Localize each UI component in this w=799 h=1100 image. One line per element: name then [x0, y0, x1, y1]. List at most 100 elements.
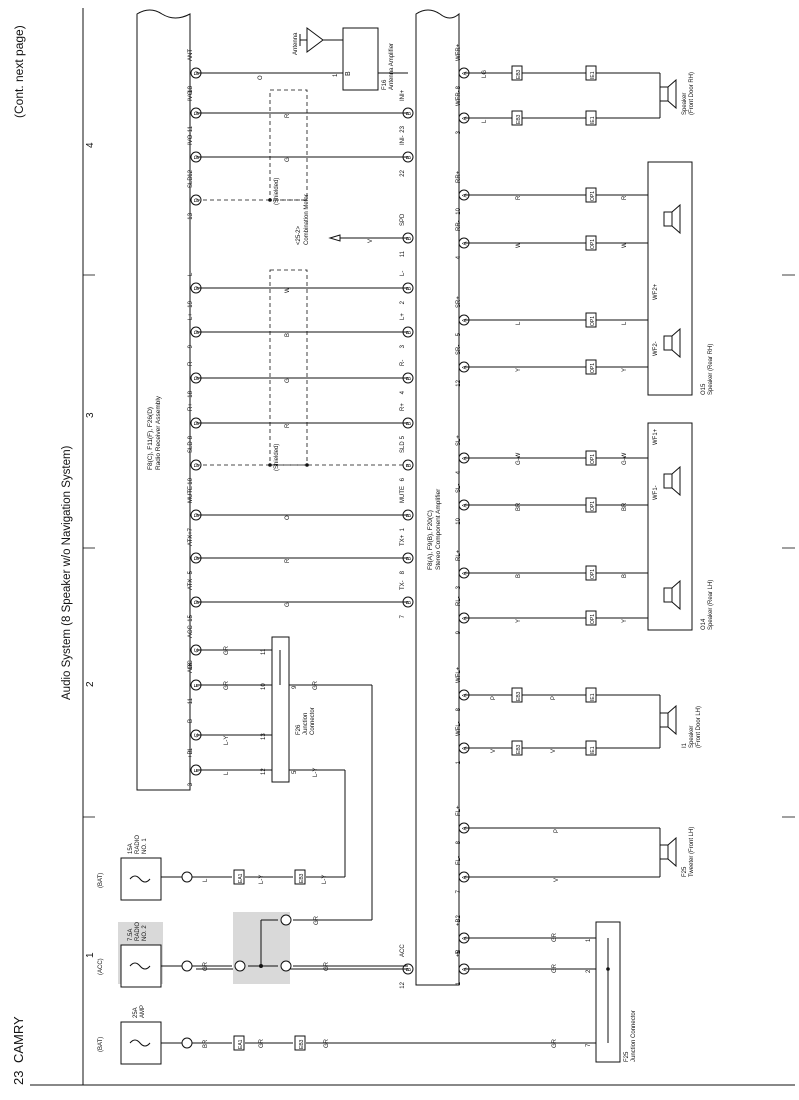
svg-text:Y: Y	[622, 368, 628, 372]
power-supply-section: (BAT) (ACC) (BAT) 25A AMP 7.5A RADIO NO.…	[98, 835, 596, 1065]
svg-text:8: 8	[456, 707, 462, 711]
svg-text:2: 2	[586, 969, 592, 973]
svg-text:5: 5	[456, 332, 462, 336]
amp-left-pins: B23INI+B22INI-B11SPDB2L-B3L+B4R-B5R+B6SL…	[400, 89, 414, 989]
svg-text:BR: BR	[622, 502, 628, 511]
svg-text:G: G	[285, 602, 291, 607]
svg-text:R+: R+	[188, 403, 194, 411]
svg-text:13: 13	[188, 212, 194, 219]
svg-text:L-Y: L-Y	[259, 875, 265, 884]
svg-text:9: 9	[456, 630, 462, 634]
svg-text:B: B	[407, 330, 413, 334]
svg-text:TX-: TX-	[400, 580, 406, 590]
svg-text:12: 12	[400, 981, 406, 988]
svg-text:(ACC): (ACC)	[98, 958, 104, 975]
svg-text:EA1: EA1	[238, 873, 244, 883]
amp-name: Stereo Component Amplifier	[435, 488, 442, 570]
svg-text:L: L	[622, 321, 628, 325]
svg-text:11: 11	[188, 125, 194, 132]
svg-text:5: 5	[188, 570, 194, 574]
svg-text:7: 7	[400, 614, 406, 618]
continued-note: (Cont. next page)	[12, 25, 26, 118]
svg-text:12: 12	[188, 169, 194, 176]
svg-text:L+: L+	[188, 313, 194, 320]
svg-text:EB3: EB3	[516, 114, 522, 124]
shielded-label-1: (Shielded)	[274, 178, 280, 205]
svg-text:RADIO: RADIO	[135, 835, 141, 854]
svg-text:FL+: FL+	[456, 805, 462, 816]
svg-text:B: B	[407, 463, 413, 467]
svg-text:WFL+: WFL+	[456, 666, 462, 683]
svg-text:(Cont. next page): (Cont. next page)	[12, 25, 26, 118]
svg-text:NO. 1: NO. 1	[142, 838, 148, 854]
svg-text:SLD: SLD	[188, 176, 194, 188]
meter-ref: <25-2>	[296, 225, 302, 245]
inline-connector: OP1	[585, 497, 597, 513]
svg-text:WF1-: WF1-	[653, 485, 659, 500]
svg-text:GR: GR	[324, 1038, 330, 1048]
svg-text:R+: R+	[400, 403, 406, 411]
inline-connector: OP1	[585, 312, 597, 328]
stereo-component-amplifier: F8(A), F9(B), F20(C) Stereo Component Am…	[400, 9, 470, 989]
svg-text:4: 4	[400, 390, 406, 394]
svg-text:B: B	[407, 967, 413, 971]
inline-connector: OP1	[585, 610, 597, 626]
inline-connector: EB3	[511, 740, 523, 756]
svg-text:3: 3	[400, 344, 406, 348]
svg-text:10: 10	[456, 207, 462, 214]
junction-connector-f25: 1 2 7 GR GR GR F25 Junction Connector	[464, 921, 637, 1063]
svg-text:GR: GR	[552, 1038, 558, 1048]
svg-text:R: R	[516, 195, 522, 200]
svg-text:B: B	[407, 376, 413, 380]
svg-text:F25: F25	[682, 866, 688, 877]
svg-text:O15: O15	[701, 383, 707, 395]
svg-text:B: B	[407, 556, 413, 560]
column-grid: 1 2 3 4	[83, 142, 795, 958]
svg-text:B: B	[407, 111, 413, 115]
svg-text:15: 15	[188, 614, 194, 621]
svg-text:GR: GR	[552, 932, 558, 942]
svg-text:(Front Door LH): (Front Door LH)	[696, 706, 702, 748]
svg-text:Y: Y	[516, 619, 522, 623]
svg-text:G-W: G-W	[622, 452, 628, 465]
svg-text:12: 12	[456, 379, 462, 386]
svg-text:3: 3	[456, 585, 462, 589]
svg-text:B: B	[516, 574, 522, 578]
svg-text:EB3: EB3	[516, 744, 522, 754]
svg-text:WFR-: WFR-	[456, 90, 462, 106]
svg-text:P: P	[551, 696, 557, 700]
svg-text:L: L	[482, 119, 488, 123]
svg-text:IE1: IE1	[590, 693, 596, 701]
svg-text:RR-: RR-	[456, 220, 462, 231]
svg-text:GR: GR	[224, 680, 230, 690]
svg-text:15A: 15A	[128, 843, 134, 854]
svg-text:(BAT): (BAT)	[98, 873, 104, 888]
svg-text:13: 13	[261, 733, 267, 740]
svg-text:GR: GR	[552, 963, 558, 973]
svg-text:P: P	[554, 829, 560, 833]
svg-text:GR: GR	[259, 1038, 265, 1048]
svg-text:L: L	[516, 321, 522, 325]
amp-pin-right-15: A1+B	[456, 949, 470, 985]
svg-text:7: 7	[586, 1043, 592, 1047]
junction-connector-f26: F26 Junction Connector 11 10 13 12 9 5 G…	[196, 636, 373, 920]
svg-text:+B2: +B2	[456, 914, 462, 926]
svg-text:RL+: RL+	[456, 549, 462, 561]
svg-text:WF1+: WF1+	[653, 428, 659, 445]
svg-text:Antenna Amplifier: Antenna Amplifier	[389, 43, 395, 90]
svg-text:ATX+: ATX+	[188, 531, 194, 546]
svg-text:BR: BR	[203, 1039, 209, 1048]
svg-text:12: 12	[261, 768, 267, 775]
svg-text:ACC: ACC	[188, 625, 194, 638]
svg-text:SLD: SLD	[400, 441, 406, 453]
svg-text:Speaker (Rear LH): Speaker (Rear LH)	[708, 580, 714, 630]
svg-text:ANT: ANT	[188, 49, 194, 61]
svg-text:1: 1	[188, 747, 194, 751]
svg-text:IVO-: IVO-	[188, 133, 194, 145]
svg-text:3: 3	[188, 782, 194, 786]
